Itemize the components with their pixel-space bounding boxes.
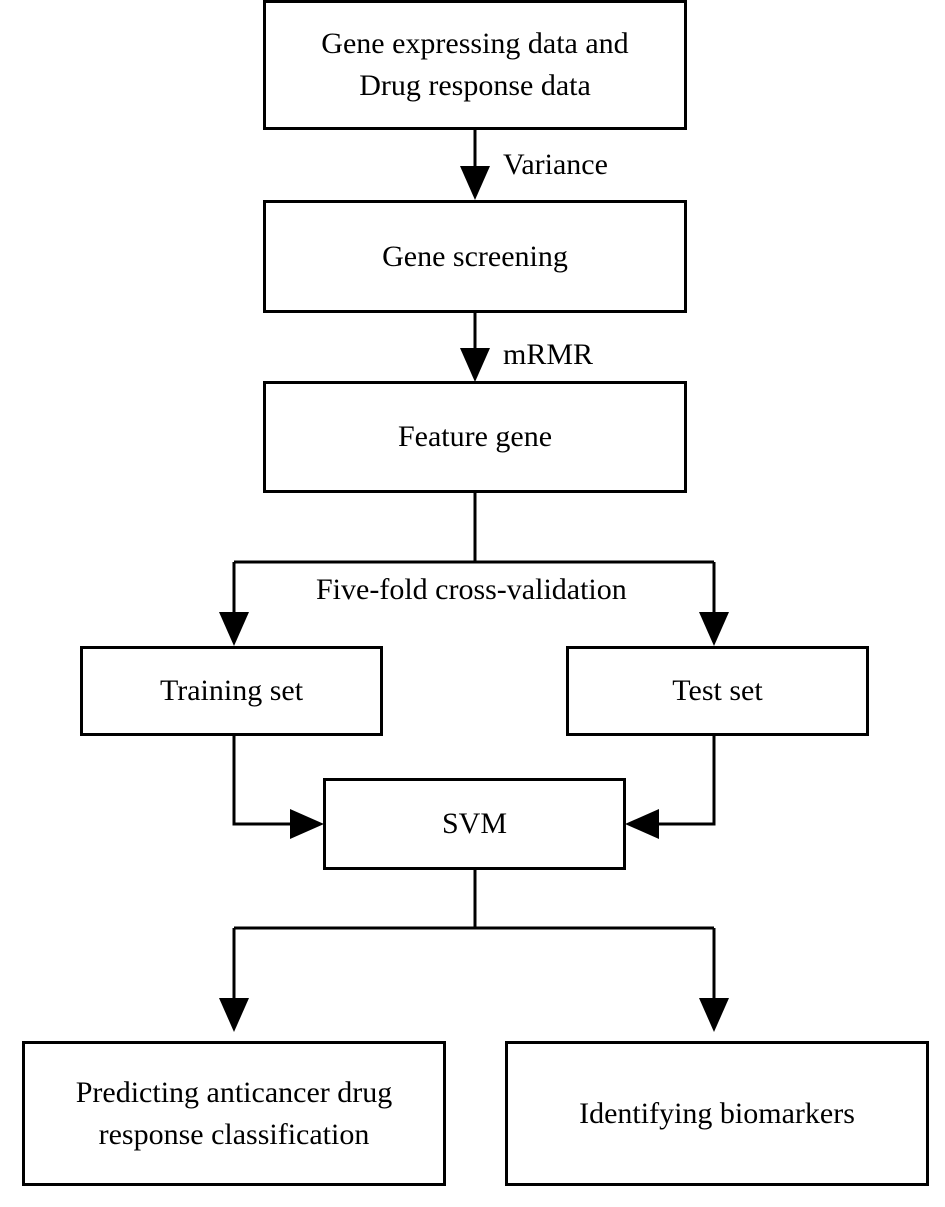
arrowhead-test: [699, 612, 729, 646]
arrowhead-mrmr: [460, 348, 490, 382]
mrmr-label: mRMR: [503, 338, 594, 371]
gene-screening-box: Gene screening: [263, 200, 687, 313]
arrowhead-training: [219, 612, 249, 646]
svm-box: SVM: [323, 778, 626, 870]
arrowhead-variance: [460, 166, 490, 200]
connector-training-svm: [232, 735, 293, 826]
arrowhead-predicting: [219, 998, 249, 1032]
training-set-label: Training set: [159, 674, 304, 707]
training-set-box: Training set: [80, 646, 383, 736]
variance-label: Variance: [503, 148, 608, 181]
predicting-box: Predicting anticancer drug response clas…: [22, 1041, 446, 1186]
test-set-box: Test set: [566, 646, 869, 736]
gene-screening-label: Gene screening: [382, 239, 568, 273]
cross-validation-label: Five-fold cross-validation: [316, 573, 627, 606]
connector-test-svm: [656, 735, 716, 826]
test-set-label: Test set: [672, 674, 763, 707]
predicting-label: Predicting anticancer drug response clas…: [75, 1075, 393, 1151]
biomarkers-box: Identifying biomarkers: [505, 1041, 929, 1186]
biomarkers-label: Identifying biomarkers: [579, 1096, 855, 1130]
arrowhead-svm-right: [625, 809, 659, 839]
input-data-box: Gene expressing data and Drug response d…: [263, 0, 687, 130]
arrowhead-svm-left: [290, 809, 324, 839]
svm-label: SVM: [441, 807, 508, 840]
feature-gene-box: Feature gene: [263, 381, 687, 493]
input-data-label: Gene expressing data and Drug response d…: [321, 27, 629, 102]
feature-gene-label: Feature gene: [397, 420, 553, 453]
arrowhead-biomarkers: [699, 998, 729, 1032]
